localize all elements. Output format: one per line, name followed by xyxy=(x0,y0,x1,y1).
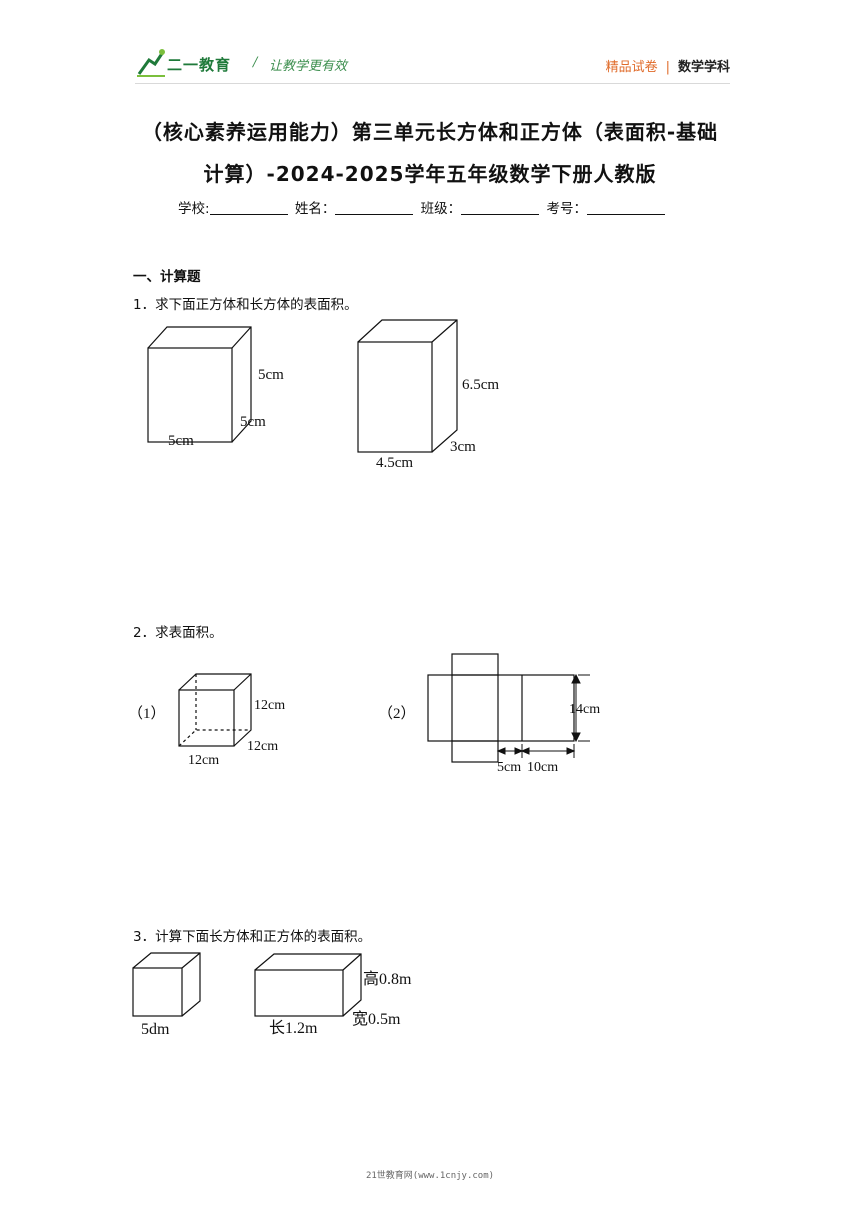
part-1-label: （1） xyxy=(128,705,166,722)
class-label: 班级： xyxy=(420,201,462,217)
net-height-label: 14cm xyxy=(569,702,600,717)
part-1-cube xyxy=(178,673,252,747)
question-3: 3．计算下面长方体和正方体的表面积。 xyxy=(133,929,372,945)
net-width-b-label: 10cm xyxy=(527,760,558,775)
q3-cuboid-length-label: 长1.2m xyxy=(269,1019,318,1037)
cube-width-label: 5cm xyxy=(168,433,194,449)
figure-1: 5cm 5cm 5cm 6.5cm 3cm 4.5cm xyxy=(147,319,499,471)
figure-3: 5dm 高0.8m 宽0.5m 长1.2m xyxy=(132,952,412,1038)
q3-cube xyxy=(132,952,201,1017)
exam-no-label: 考号： xyxy=(546,201,587,217)
figure-2: （1） 12cm 12cm 12cm （2） 14cm 5cm 10cm xyxy=(128,653,600,775)
page-title-line1: （核心素养运用能力）第三单元长方体和正方体（表面积-基础 xyxy=(141,120,719,144)
brand-separator: | xyxy=(665,60,670,75)
page-footer: 21世教育网(www.1cnjy.com) xyxy=(365,1171,495,1181)
school-field[interactable] xyxy=(209,201,288,215)
logo-text: 二一教育 xyxy=(167,56,232,74)
logo-icon xyxy=(137,49,165,77)
part-2-label: （2） xyxy=(378,705,416,722)
part-1-height-label: 12cm xyxy=(254,698,285,713)
school-label: 学校: xyxy=(178,201,210,217)
cuboid-net xyxy=(427,653,575,763)
cuboid-figure xyxy=(357,319,458,453)
slogan: 让教学更有效 xyxy=(269,59,348,74)
part-1-depth-label: 12cm xyxy=(247,739,278,754)
exam-no-field[interactable] xyxy=(586,201,665,215)
q3-cube-edge-label: 5dm xyxy=(141,1021,170,1038)
page-title-line2: 计算）-2024-2025学年五年级数学下册人教版 xyxy=(203,162,657,186)
q3-cuboid-width-label: 宽0.5m xyxy=(352,1010,401,1028)
net-dimension-arrows xyxy=(496,673,590,758)
cuboid-width-label: 4.5cm xyxy=(376,455,413,471)
q3-cuboid-height-label: 高0.8m xyxy=(363,970,412,988)
cuboid-depth-label: 3cm xyxy=(450,439,476,455)
q3-cuboid xyxy=(254,953,362,1017)
brand-premium: 精品试卷 xyxy=(605,60,658,75)
question-1: 1．求下面正方体和长方体的表面积。 xyxy=(133,297,358,313)
cube-depth-label: 5cm xyxy=(240,414,266,430)
cube-height-label: 5cm xyxy=(258,367,284,383)
cube-figure xyxy=(147,326,252,443)
class-field[interactable] xyxy=(461,201,540,215)
brand-subject: 数学学科 xyxy=(677,60,730,75)
net-width-a-label: 5cm xyxy=(497,760,521,775)
section-heading: 一、计算题 xyxy=(133,269,201,285)
slogan-divider: / xyxy=(253,55,258,70)
brand-right: 精品试卷 | 数学学科 xyxy=(606,56,730,75)
header-divider xyxy=(135,83,730,84)
page-header: 二一教育 / 让教学更有效 精品试卷 | 数学学科 xyxy=(135,46,730,82)
part-1-width-label: 12cm xyxy=(188,753,219,768)
student-info: 学校: 姓名： 班级： 考号： xyxy=(178,197,668,217)
name-label: 姓名： xyxy=(294,201,336,217)
question-2: 2．求表面积。 xyxy=(133,625,223,641)
name-field[interactable] xyxy=(335,201,414,215)
cuboid-height-label: 6.5cm xyxy=(462,377,499,393)
